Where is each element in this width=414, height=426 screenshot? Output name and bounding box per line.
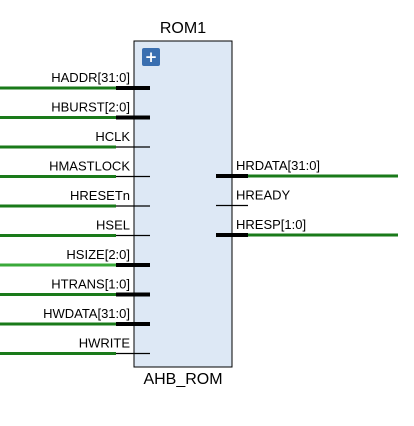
input-ports: HADDR[31:0] HBURST[2:0] HCLK HMASTLOCK HRESE… bbox=[0, 70, 150, 355]
port-label: HWDATA[31:0] bbox=[43, 306, 130, 321]
input-port-hsel[interactable]: HSEL bbox=[0, 218, 150, 237]
port-label: HCLK bbox=[95, 129, 130, 144]
port-label: HTRANS[1:0] bbox=[51, 277, 130, 292]
output-ports: HRDATA[31:0] HREADY HRESP[1:0] bbox=[216, 158, 398, 237]
input-port-hsize[interactable]: HSIZE[2:0] bbox=[0, 247, 150, 267]
input-port-hwrite[interactable]: HWRITE bbox=[0, 336, 150, 355]
input-port-hclk[interactable]: HCLK bbox=[0, 129, 150, 149]
input-port-haddr[interactable]: HADDR[31:0] bbox=[0, 70, 150, 90]
rom-block[interactable] bbox=[133, 40, 233, 368]
output-port-hready[interactable]: HREADY bbox=[216, 188, 291, 207]
port-label: HBURST[2:0] bbox=[51, 100, 130, 115]
expand-button[interactable]: + bbox=[142, 48, 160, 66]
port-label: HMASTLOCK bbox=[49, 159, 130, 174]
port-label: HRDATA[31:0] bbox=[236, 158, 320, 173]
input-port-htrans[interactable]: HTRANS[1:0] bbox=[0, 277, 150, 297]
input-port-hwdata[interactable]: HWDATA[31:0] bbox=[0, 306, 150, 326]
port-label: HWRITE bbox=[79, 336, 131, 351]
input-port-hburst[interactable]: HBURST[2:0] bbox=[0, 100, 150, 120]
input-port-hmastlock[interactable]: HMASTLOCK bbox=[0, 159, 150, 178]
port-label: HRESP[1:0] bbox=[236, 217, 306, 232]
port-label: HREADY bbox=[236, 188, 291, 203]
port-label: HSEL bbox=[96, 218, 130, 233]
port-label: HRESETn bbox=[70, 188, 130, 203]
output-port-hrdata[interactable]: HRDATA[31:0] bbox=[216, 158, 398, 178]
port-label: HSIZE[2:0] bbox=[66, 247, 130, 262]
output-port-hresp[interactable]: HRESP[1:0] bbox=[216, 217, 398, 237]
input-port-hresetn[interactable]: HRESETn bbox=[0, 188, 150, 208]
module-name: AHB_ROM bbox=[143, 371, 222, 388]
instance-name: ROM1 bbox=[160, 20, 206, 37]
port-label: HADDR[31:0] bbox=[51, 70, 130, 85]
plus-icon: + bbox=[145, 48, 158, 66]
